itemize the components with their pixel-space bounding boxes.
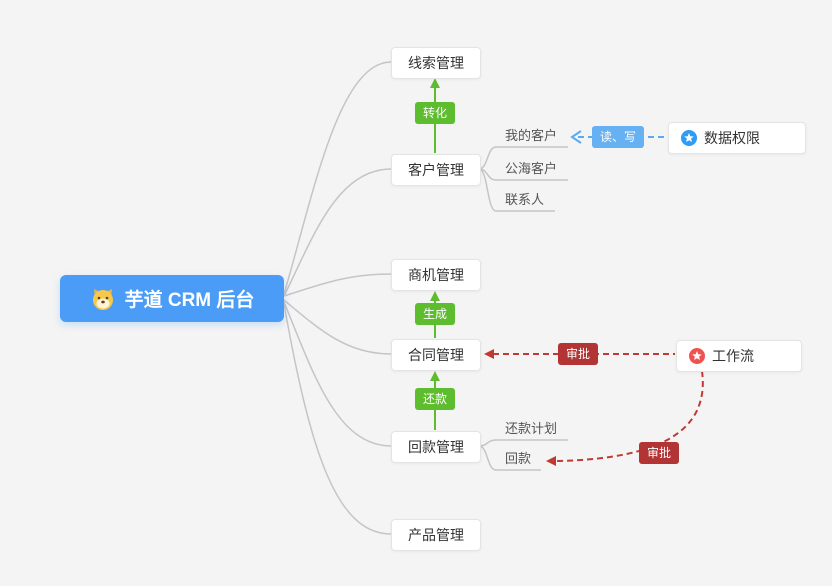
node-opportunities[interactable]: 商机管理: [391, 259, 481, 291]
node-data-permission[interactable]: 数据权限: [668, 122, 806, 154]
node-data-permission-label: 数据权限: [704, 130, 760, 146]
node-receivables-label: 回款管理: [408, 439, 464, 455]
node-leads-label: 线索管理: [408, 55, 464, 71]
root-branch-edges: [283, 61, 392, 535]
child-repayment-plan[interactable]: 还款计划: [505, 421, 558, 436]
child-receivable-payment[interactable]: 回款: [505, 451, 532, 466]
node-products-label: 产品管理: [408, 527, 464, 543]
star-icon-blue: [681, 130, 697, 146]
dog-face-icon: [90, 286, 116, 312]
star-icon-red: [689, 348, 705, 364]
edge-label-convert: 转化: [414, 102, 456, 124]
node-customers[interactable]: 客户管理: [391, 154, 481, 186]
edge-label-read-write: 读、写: [591, 126, 645, 148]
edge-label-approve-receivable: 审批: [638, 442, 680, 464]
node-contracts[interactable]: 合同管理: [391, 339, 481, 371]
child-my-customers[interactable]: 我的客户: [505, 128, 558, 143]
child-pool-customers[interactable]: 公海客户: [505, 161, 558, 176]
child-contacts[interactable]: 联系人: [505, 192, 545, 207]
root-node-label: 芋道 CRM 后台: [124, 290, 255, 311]
child-branch-edges: [478, 146, 568, 471]
edge-label-generate: 生成: [414, 303, 456, 325]
edge-label-repay: 还款: [414, 388, 456, 410]
edge-label-approve-contract: 审批: [557, 343, 599, 365]
approve-receivable-dashed-arrow: [546, 370, 704, 466]
node-workflow-label: 工作流: [712, 348, 754, 364]
root-node-crm[interactable]: 芋道 CRM 后台: [60, 275, 284, 322]
node-workflow[interactable]: 工作流: [676, 340, 802, 372]
node-opportunities-label: 商机管理: [408, 267, 464, 283]
node-contracts-label: 合同管理: [408, 347, 464, 363]
node-receivables[interactable]: 回款管理: [391, 431, 481, 463]
node-products[interactable]: 产品管理: [391, 519, 481, 551]
node-leads[interactable]: 线索管理: [391, 47, 481, 79]
node-customers-label: 客户管理: [408, 162, 464, 178]
